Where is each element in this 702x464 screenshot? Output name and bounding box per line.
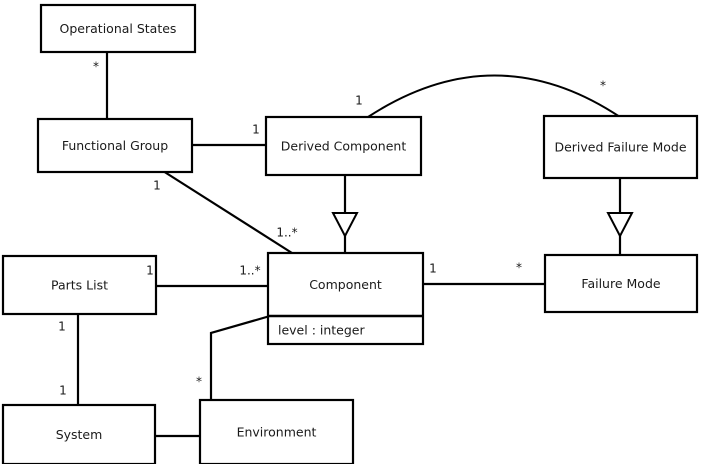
class-box-derived-component[interactable]: Derived Component bbox=[264, 115, 423, 177]
class-name-label: Component bbox=[309, 277, 382, 292]
class-box-outline bbox=[198, 398, 355, 464]
class-name-label: Derived Failure Mode bbox=[554, 140, 686, 155]
class-box-outline bbox=[39, 3, 197, 54]
class-name-label: Functional Group bbox=[62, 138, 168, 153]
multiplicity-label: 1 bbox=[355, 94, 363, 108]
class-box-failure-mode[interactable]: Failure Mode bbox=[543, 253, 699, 314]
multiplicity-label: 1 bbox=[153, 179, 161, 193]
generalizations-layer bbox=[331, 175, 634, 255]
association-line bbox=[162, 170, 293, 254]
multiplicity-label: * bbox=[516, 261, 522, 275]
class-box-outline bbox=[264, 115, 423, 177]
association-assoc-funcgroup-component bbox=[162, 170, 293, 254]
multiplicity-labels-layer: * 1 1 1..* 1 * 1 1..* 1 1 1 * * bbox=[58, 60, 606, 398]
class-box-outline bbox=[36, 117, 194, 174]
class-box-system[interactable]: System bbox=[1, 403, 157, 464]
class-box-outline bbox=[543, 253, 699, 314]
multiplicity-label: 1 bbox=[146, 264, 154, 278]
class-box-outline bbox=[542, 114, 699, 180]
multiplicity-label: 1 bbox=[58, 320, 66, 334]
class-box-environment[interactable]: Environment bbox=[198, 398, 355, 464]
class-name-label: Derived Component bbox=[281, 139, 407, 154]
association-line bbox=[209, 314, 271, 400]
generalization-arrowhead-icon bbox=[331, 212, 359, 239]
class-attribute-label: level : integer bbox=[278, 323, 365, 338]
class-box-outline bbox=[266, 251, 425, 346]
multiplicity-label: 1 bbox=[59, 384, 67, 398]
multiplicity-label: 1..* bbox=[239, 264, 260, 278]
association-assoc-derivedcomponent-derivedfailuremode bbox=[367, 74, 621, 118]
class-box-derived-failure-mode[interactable]: Derived Failure Mode bbox=[542, 114, 699, 180]
class-box-outline bbox=[1, 254, 158, 316]
multiplicity-label: 1 bbox=[252, 123, 260, 137]
multiplicity-label: 1..* bbox=[276, 226, 297, 240]
generalization-gen-derivedcomponent-component bbox=[331, 175, 359, 253]
class-name-label: Parts List bbox=[51, 278, 108, 293]
class-name-label: System bbox=[56, 427, 103, 442]
class-box-outline bbox=[1, 403, 157, 464]
association-assoc-component-environment bbox=[209, 314, 271, 400]
associations-layer bbox=[76, 52, 621, 438]
class-box-component[interactable]: Component level : integer bbox=[266, 251, 425, 346]
multiplicity-label: * bbox=[93, 60, 99, 74]
multiplicity-label: * bbox=[600, 79, 606, 93]
class-name-label: Environment bbox=[237, 425, 317, 440]
class-box-functional-group[interactable]: Functional Group bbox=[36, 117, 194, 174]
class-box-parts-list[interactable]: Parts List bbox=[1, 254, 158, 316]
multiplicity-label: * bbox=[196, 375, 202, 389]
class-name-label: Failure Mode bbox=[581, 276, 660, 291]
class-box-operational-states[interactable]: Operational States bbox=[39, 3, 197, 54]
association-arc bbox=[367, 74, 621, 118]
class-name-label: Operational States bbox=[60, 21, 177, 36]
multiplicity-label: 1 bbox=[429, 262, 437, 276]
generalization-arrowhead-icon bbox=[606, 212, 634, 239]
generalization-gen-derivedfailuremode-failuremode bbox=[606, 178, 634, 255]
